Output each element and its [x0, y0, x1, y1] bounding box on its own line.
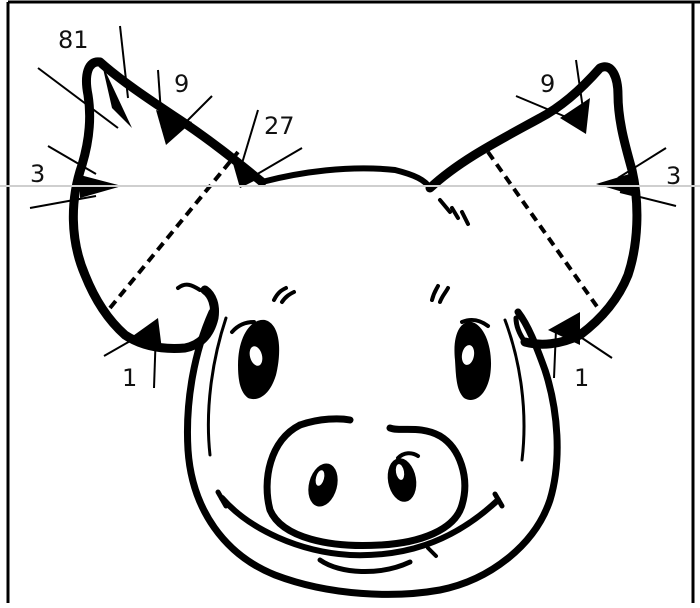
label-left-9: 9 — [174, 70, 189, 98]
right-eye — [454, 322, 491, 400]
label-right-9: 9 — [540, 70, 555, 98]
left-nostril — [304, 460, 342, 510]
label-left-1: 1 — [122, 364, 137, 392]
snout — [267, 419, 465, 546]
label-right-1: 1 — [574, 364, 589, 392]
eyebrows — [274, 286, 448, 302]
label-left-27: 27 — [264, 112, 295, 140]
label-right-3: 3 — [666, 162, 681, 190]
right-ear — [430, 67, 637, 345]
right-ear-dashed-line — [488, 152, 598, 308]
label-left-3: 3 — [30, 160, 45, 188]
eyes — [232, 320, 491, 400]
right-notch-3 — [596, 172, 636, 196]
label-left-81: 81 — [58, 26, 89, 54]
left-ear-dashed-line — [110, 152, 238, 308]
right-nostril — [384, 456, 419, 504]
left-ear — [73, 62, 262, 350]
